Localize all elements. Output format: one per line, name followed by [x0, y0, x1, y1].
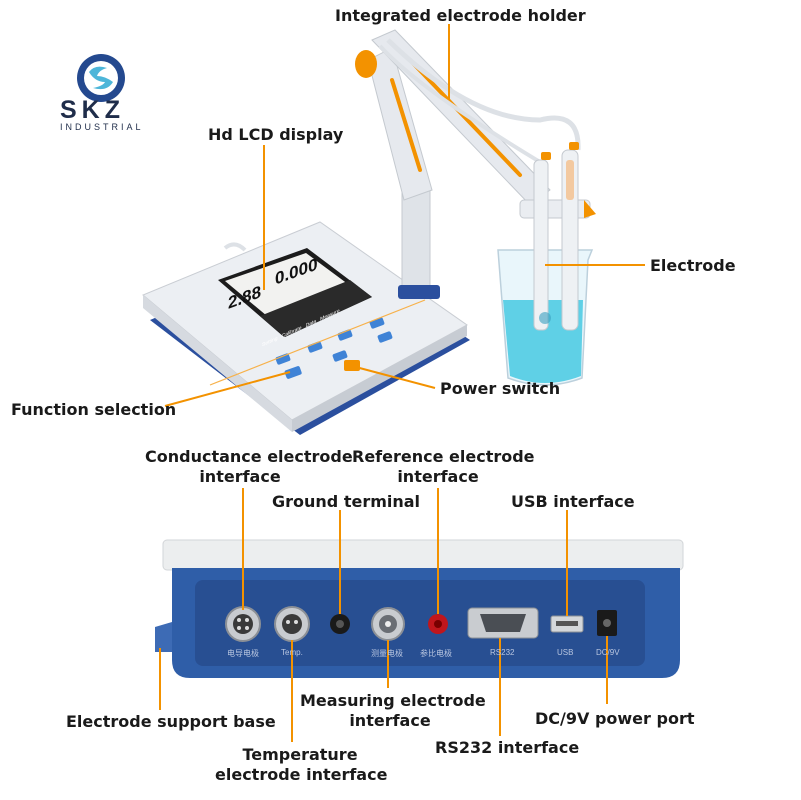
- callout-reference-interface: Reference electrode interface: [352, 447, 535, 486]
- panel-label-dc: DC/9V: [596, 648, 620, 657]
- ground-terminal: [330, 614, 350, 634]
- holder-column: [401, 184, 431, 296]
- callout-electrode-holder: Integrated electrode holder: [335, 6, 586, 25]
- panel-label-temp: Temp.: [281, 648, 303, 657]
- callout-dc-power-port: DC/9V power port: [535, 709, 695, 728]
- panel-label-measuring: 测量电极: [371, 649, 403, 658]
- dc-power-port: [597, 610, 617, 636]
- callout-power-switch: Power switch: [440, 379, 561, 398]
- callout-function-selection: Function selection: [11, 400, 177, 419]
- callout-usb-interface: USB interface: [511, 492, 635, 511]
- panel-label-usb: USB: [557, 648, 574, 657]
- power-switch-button: [344, 360, 360, 371]
- temperature-port: [274, 606, 310, 642]
- f1-button: [275, 353, 291, 365]
- electrode-support-base: [155, 622, 172, 652]
- callout-lcd-display: Hd LCD display: [208, 125, 344, 144]
- callout-support-base: Electrode support base: [66, 712, 276, 731]
- usb-port: [550, 615, 584, 633]
- skz-logo-icon: [77, 54, 125, 102]
- measuring-port: [371, 607, 405, 641]
- callout-electrode: Electrode: [650, 256, 736, 275]
- function-select-button: [284, 366, 302, 379]
- rs232-port: [467, 607, 539, 639]
- f2-button: [307, 341, 323, 353]
- brand-name: SKZ: [60, 96, 125, 124]
- meter-illustration: [142, 24, 645, 435]
- reference-port: [428, 614, 448, 634]
- callout-temperature-interface: Temperature electrode interface: [215, 745, 388, 784]
- panel-label-rs232: RS232: [490, 648, 515, 657]
- callout-ground-terminal: Ground terminal: [272, 492, 421, 511]
- panel-label-conductance: 电导电极: [227, 649, 259, 658]
- conductance-port: [225, 606, 261, 642]
- f3-button: [337, 329, 353, 341]
- callout-conductance-interface: Conductance electrode interface: [145, 447, 353, 486]
- callout-measuring-interface: Measuring electrode interface: [300, 691, 486, 730]
- callout-rs232-interface: RS232 interface: [435, 738, 580, 757]
- electrode-1: [533, 159, 549, 331]
- brand-subtitle: INDUSTRIAL: [60, 122, 144, 132]
- rear-panel-illustration: [155, 488, 684, 742]
- panel-label-reference: 参比电极: [420, 649, 452, 658]
